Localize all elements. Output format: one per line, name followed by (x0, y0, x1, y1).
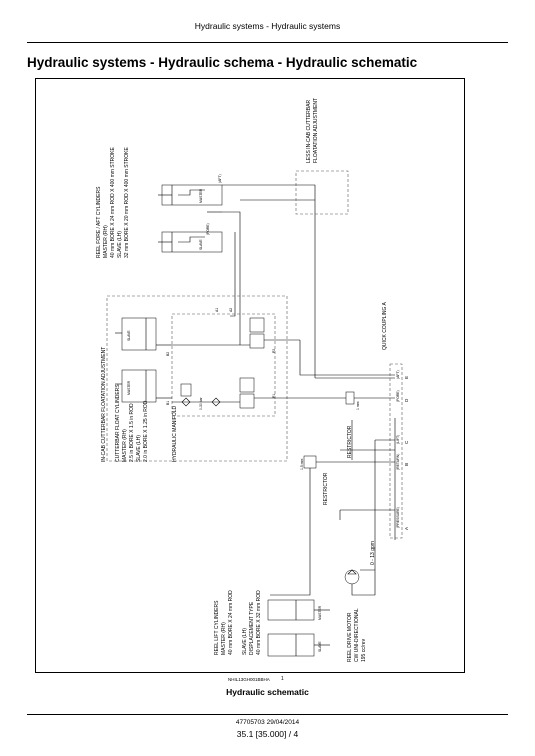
port-p2: P2 (272, 348, 276, 353)
reel-fore-aft-master-spec: 40 mm BORE X 24 mm ROD X 400 mm STROKE (110, 147, 116, 258)
reel-lift-slave: SLAVE (LH) (242, 628, 248, 655)
coupling-port-e: E (404, 375, 409, 379)
coupling-tag-d: (FORE) (396, 390, 400, 402)
quick-coupling-label: QUICK COUPLING A (382, 302, 388, 350)
port-a1: A1 (215, 307, 219, 312)
cutterbar-master: MASTER (RH) (122, 429, 128, 462)
reel-fore-aft-slave-spec: 32 mm BORE X 20 mm ROD X 400 mm STROKE (124, 147, 130, 258)
aft-label: (AFT) (218, 174, 222, 183)
reel-drive-line-1: REEL DRIVE MOTOR (347, 612, 353, 662)
page-title: Hydraulic systems - Hydraulic schema - H… (27, 55, 418, 70)
coupling-tag-a: (PRESSURE) (396, 507, 400, 528)
reel-lift-slave-label: SLAVE (318, 641, 322, 652)
header-rule (27, 42, 508, 43)
reel-fore-aft-slave: SLAVE (LH) (117, 231, 123, 258)
reel-fore-aft-title: REEL FORE / AFT CYLINDERS (96, 186, 102, 258)
coupling-tag-b: (RETURN) (396, 453, 400, 470)
less-incab-line-2: FLOATATION ADJUSTMENT (313, 97, 319, 163)
fore-aft-master-label: MASTER (199, 188, 203, 203)
flow-label: 0 - 13 gpm (370, 541, 376, 565)
reel-fore-aft-master: MASTER (RH) (103, 225, 109, 258)
in-cab-title: IN-CAB CUTTERBAR FLOATATION ADJUSTMENT (101, 346, 107, 462)
schematic-frame (35, 78, 465, 673)
reel-lift-displacement: DISPLACEMENT TYPE (249, 601, 255, 655)
coupling-tag-e: (AFT) (396, 370, 400, 379)
coupling-tag-c: (LIFT) (396, 434, 400, 444)
fore-label: (FORE) (206, 223, 210, 235)
coupling-port-b: B (404, 462, 409, 466)
pressure-range: 0-30 bar (199, 397, 203, 410)
port-b1: B1 (166, 400, 170, 405)
footer-doc-info: 47705703 29/04/2014 (235, 719, 300, 726)
fore-aft-slave-label: SLAVE (199, 239, 203, 250)
reel-drive-line-3: 195 cc/rev (361, 638, 367, 662)
port-a2: A2 (229, 307, 233, 312)
footer-page-number: 35.1 [35.000] / 4 (236, 729, 299, 739)
manifold-valves (172, 317, 350, 409)
reel-lift-cylinders (267, 599, 330, 657)
cutterbar-slave: SLAVE (LH) (136, 435, 142, 462)
less-incab-line-1: LESS IN-CAB CUTTERBAR (306, 99, 312, 163)
coupling-port-a: A (404, 526, 409, 530)
cutterbar-master-spec: 2.5 in BORE X 1.5 in ROD (129, 403, 135, 462)
figure-caption: Hydraulic schematic (226, 687, 309, 697)
page-header: Hydraulic systems - Hydraulic systems (194, 21, 341, 31)
cutterbar-title: CUTTERBAR FLOAT CYLINDERS (115, 384, 121, 462)
figure-id: NHIL13GH001BBHA (228, 677, 270, 682)
coupling-port-d: D (404, 398, 409, 402)
figure-number: 1 (281, 676, 284, 682)
coupling-port-c: C (404, 440, 409, 444)
reel-drive-motor (344, 569, 376, 596)
reel-lift-master-label: MASTER (318, 605, 322, 620)
orifice-1mm: 1 mm (356, 401, 360, 410)
port-b2: B2 (166, 351, 170, 356)
reel-fore-aft-cylinders (158, 184, 223, 253)
reel-lift-title: REEL LIFT CYLINDERS (214, 600, 220, 655)
cutterbar-slave-label: SLAVE (127, 330, 131, 341)
hydraulic-manifold-label: HYDRAULIC MANIFOLD (172, 405, 178, 462)
reel-lift-slave-spec: 40 mm BORE X 32 mm ROD (256, 590, 262, 655)
reel-lift-master-spec: 40 mm BORE X 24 mm ROD (228, 590, 234, 655)
restrictor-label-upper: RESTRICTOR (347, 425, 353, 458)
cutterbar-float-cylinders (115, 317, 172, 403)
cutterbar-slave-spec: 2.0 in BORE X 1.25 in ROD (143, 400, 149, 462)
restrictor-label-lower: RESTRICTOR (323, 472, 329, 505)
orifice-1-5mm: 1.5 mm (300, 458, 304, 470)
footer-rule (27, 714, 508, 715)
reel-lift-master: MASTER (RH) (221, 622, 227, 655)
reel-drive-line-2: CW UNI-DIRECTIONAL (354, 608, 360, 662)
cutterbar-master-label: MASTER (127, 380, 131, 395)
port-p1: P1 (272, 393, 276, 398)
